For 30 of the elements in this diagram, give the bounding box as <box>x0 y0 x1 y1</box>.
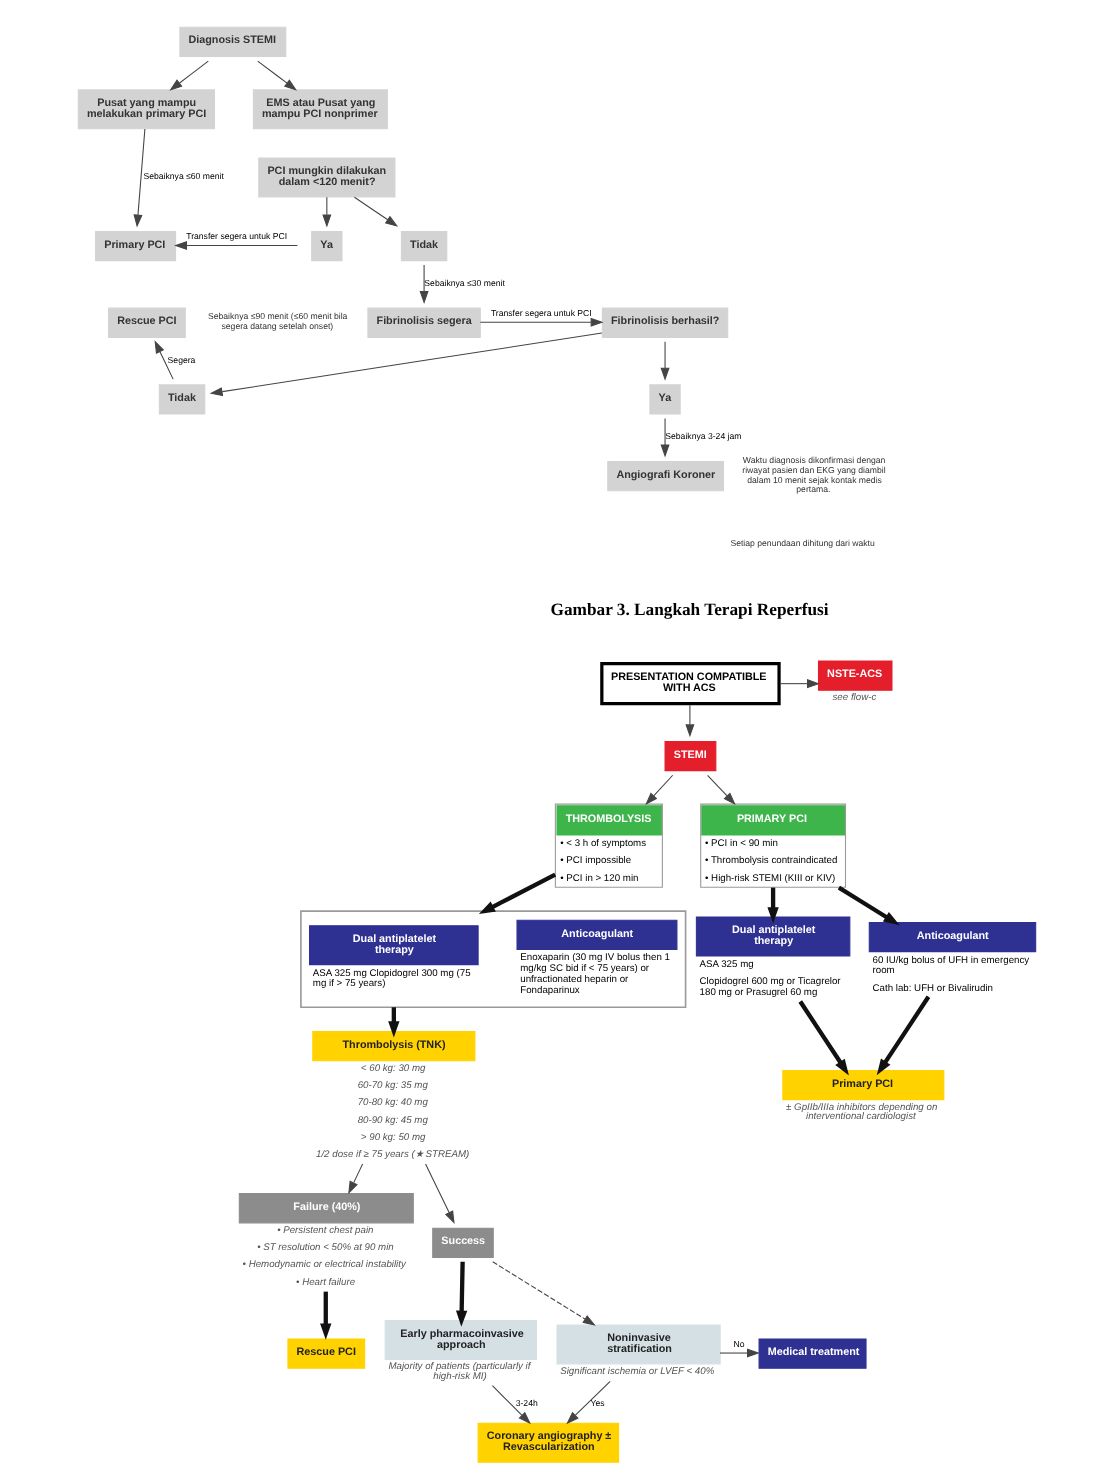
arrow <box>174 240 298 251</box>
arrow <box>767 887 779 924</box>
arrow <box>566 1380 611 1425</box>
arrow <box>779 679 820 689</box>
arrow <box>492 1261 596 1326</box>
arrow <box>707 774 736 806</box>
label: Gambar 3. Langkah Terapi Reperfusi <box>550 598 829 619</box>
arrow <box>798 1000 849 1076</box>
arrow <box>169 60 209 91</box>
arrow <box>425 1163 455 1225</box>
arrow <box>209 332 603 397</box>
arrow <box>133 128 146 228</box>
arrow <box>320 1291 332 1340</box>
arrow <box>660 417 670 458</box>
arrow <box>645 774 674 806</box>
arrow <box>419 264 429 305</box>
arrow <box>154 340 174 380</box>
arrow <box>719 1348 760 1358</box>
arrow <box>685 704 695 738</box>
arrow <box>491 1385 531 1425</box>
arrow <box>660 341 670 381</box>
arrow <box>348 1163 364 1195</box>
arrow <box>455 1261 468 1327</box>
arrow <box>876 995 931 1076</box>
arrow <box>837 885 900 926</box>
arrow <box>479 317 604 327</box>
arrow <box>257 60 298 91</box>
arrow <box>353 196 399 227</box>
cluster <box>300 910 687 1009</box>
arrow <box>478 872 557 915</box>
